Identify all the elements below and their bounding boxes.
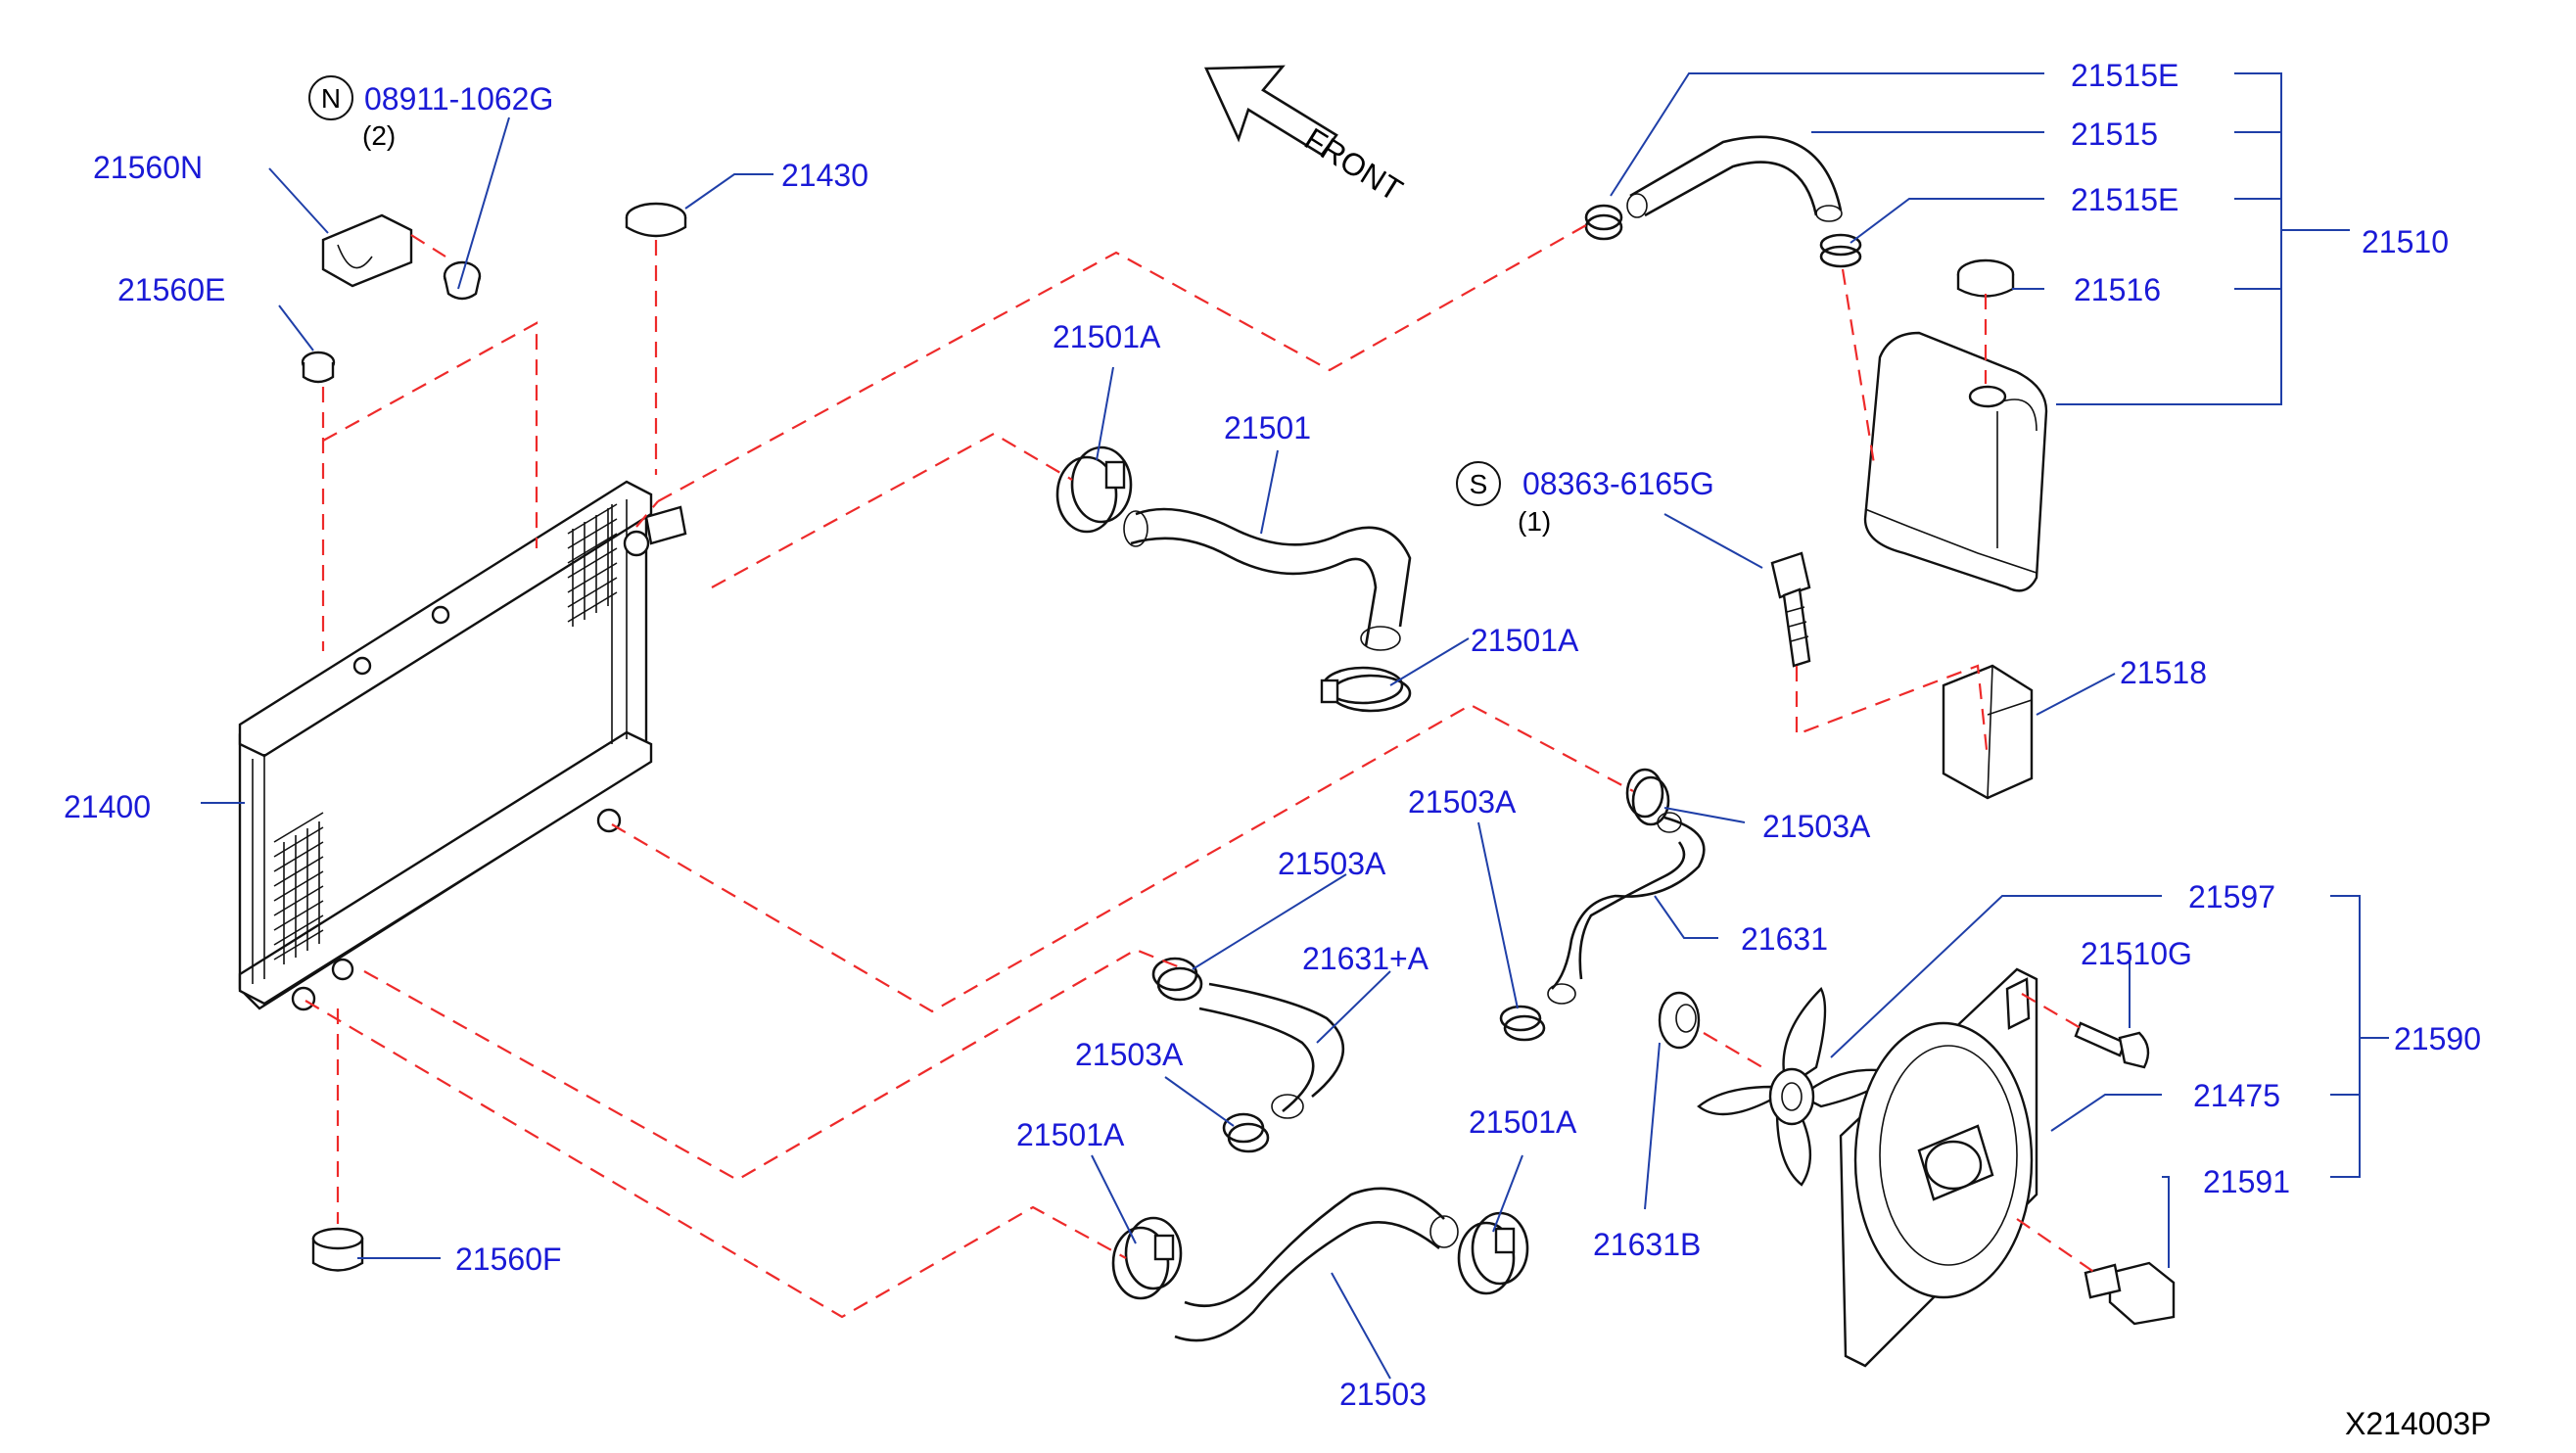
clamp-21503A-21631A-top [1151,957,1203,1002]
upper-hose-drawing [1123,507,1412,651]
label-21510[interactable]: 21510 [2362,224,2449,259]
clamp-21515E-right [1819,233,1862,268]
clamp-21515E-left [1584,204,1623,241]
label-21560F[interactable]: 21560F [455,1242,562,1277]
clamp-21501A-lower-right [1457,1211,1529,1295]
hose-21631A-drawing [1198,982,1345,1119]
label-08911-1062G[interactable]: 08911-1062G [364,81,553,117]
mount-21560F-drawing [311,1227,364,1272]
svg-text:S: S [1470,469,1488,499]
label-21515E-top[interactable]: 21515E [2071,58,2178,93]
label-21510G[interactable]: 21510G [2081,936,2192,971]
front-arrow-icon [1203,65,1338,157]
label-21503[interactable]: 21503 [1339,1377,1427,1412]
dashed-guide-lines [304,224,2096,1319]
label-21475[interactable]: 21475 [2193,1078,2280,1113]
clamp-21501A-upper-left [1055,445,1133,534]
reservoir-tank-drawing [1863,331,2048,592]
label-21631-plus-A[interactable]: 21631+A [1302,941,1429,976]
qty-08363: (1) [1518,506,1551,537]
label-21501A-upper-right[interactable]: 21501A [1471,623,1579,658]
diagram-code: X214003P [2345,1406,2491,1441]
clamp-21501A-lower-left [1111,1216,1183,1300]
label-21503A-21631-top[interactable]: 21503A [1762,809,1871,844]
radiator-drawing [238,480,687,1011]
label-21515[interactable]: 21515 [2071,117,2158,152]
badge-s: S [1456,461,1501,506]
label-21560N[interactable]: 21560N [93,150,203,185]
bolt-08363-drawing [1770,551,1811,668]
label-21591[interactable]: 21591 [2203,1164,2290,1199]
label-21560E[interactable]: 21560E [117,272,225,307]
hose-21631-drawing [1547,812,1706,1005]
clamp-21501A-upper-right [1320,666,1412,713]
connector-21591-drawing [2084,1261,2176,1326]
fan-blade-drawing [1697,986,1897,1187]
label-21631[interactable]: 21631 [1741,921,1828,957]
label-21516[interactable]: 21516 [2074,272,2161,307]
screw-21510G-drawing [2074,1021,2150,1069]
spacer-21631B-drawing [1658,991,1701,1050]
label-21503A-21631A-bottom[interactable]: 21503A [1075,1037,1184,1072]
label-21501A-lower-left[interactable]: 21501A [1016,1117,1125,1152]
label-21400[interactable]: 21400 [64,789,151,824]
svg-text:N: N [321,83,341,114]
clamp-21503A-21631-bottom [1499,1005,1546,1042]
grommet-21560E-drawing [301,351,336,384]
reservoir-cap-drawing [1956,258,2015,298]
front-label: FRONT [1298,120,1409,208]
label-21515E-bottom[interactable]: 21515E [2071,182,2178,217]
label-21501[interactable]: 21501 [1224,410,1311,445]
bracket-21560N-drawing [321,213,482,301]
leader-lines [201,72,2389,1380]
label-21597[interactable]: 21597 [2188,879,2275,914]
label-08363-6165G[interactable]: 08363-6165G [1522,466,1714,501]
qty-08911: (2) [362,120,396,151]
label-21631B[interactable]: 21631B [1593,1227,1701,1262]
fan-shroud-drawing [1839,967,2038,1368]
label-21430[interactable]: 21430 [781,158,868,193]
label-21503A-21631A-top[interactable]: 21503A [1278,846,1386,881]
label-21503A-21631-bottom[interactable]: 21503A [1408,784,1517,820]
clamp-21503A-21631A-bottom [1222,1112,1270,1153]
lower-hose-drawing [1174,1187,1459,1342]
label-21590[interactable]: 21590 [2394,1021,2481,1056]
label-21518[interactable]: 21518 [2120,655,2207,690]
bracket-21518-drawing [1942,664,2034,800]
badge-n: N [308,75,353,120]
label-21501A-upper-left[interactable]: 21501A [1053,319,1161,354]
label-21501A-lower-right[interactable]: 21501A [1469,1104,1577,1140]
reservoir-hose-drawing [1626,135,1843,222]
clamp-21503A-21631-top [1625,768,1670,826]
radiator-cap-drawing [625,202,687,238]
